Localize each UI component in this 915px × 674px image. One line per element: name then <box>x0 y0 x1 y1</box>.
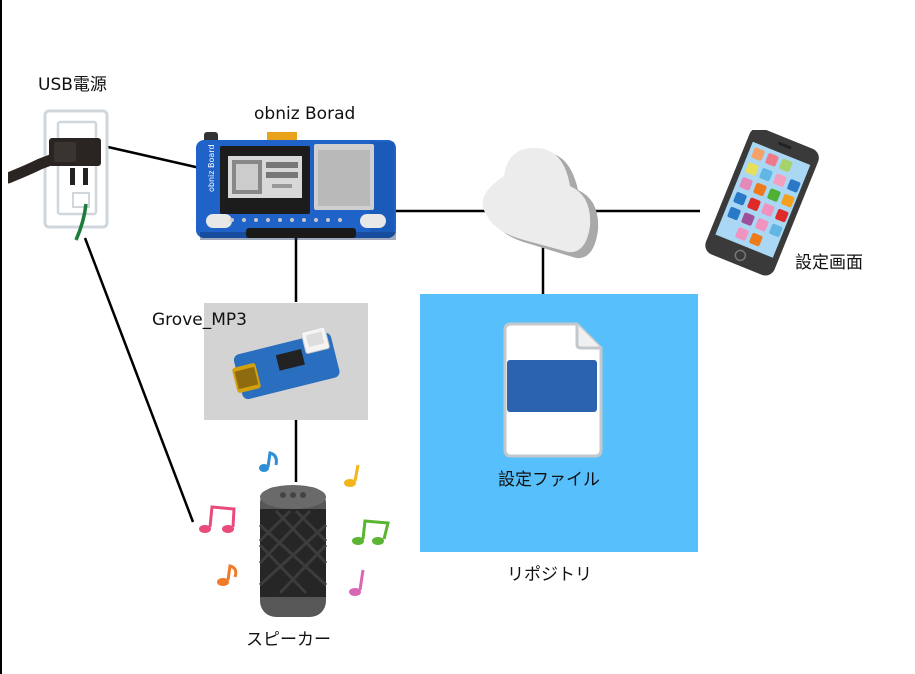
mp3-label: Grove_MP3 <box>152 310 247 330</box>
board-silkscreen: obniz Board <box>207 144 216 192</box>
file-icon <box>503 322 603 458</box>
speaker-group <box>199 451 390 617</box>
power-label: USB電源 <box>38 75 107 95</box>
music-note-blue-icon <box>259 451 278 472</box>
frame-border <box>0 0 2 674</box>
music-note-pink-icon <box>199 505 236 533</box>
smartphone-icon <box>705 130 819 276</box>
speaker-icon <box>258 485 328 617</box>
grove-mp3-module-icon <box>232 326 340 400</box>
cloud-icon <box>482 147 599 259</box>
power-outlet-icon <box>8 109 109 241</box>
obniz-board-icon: obniz Board <box>196 132 396 240</box>
config-file-label: 設定ファイル <box>498 470 600 490</box>
board-label: obniz Borad <box>254 104 356 124</box>
repository-label: リポジトリ <box>507 565 592 585</box>
line-power-board <box>107 145 201 170</box>
music-note-yellow-icon <box>344 464 360 487</box>
music-note-purple-icon <box>349 569 365 596</box>
music-note-orange-icon <box>217 564 238 586</box>
line-power-speaker <box>83 237 195 523</box>
speaker-label: スピーカー <box>246 630 331 650</box>
phone-label: 設定画面 <box>795 253 863 273</box>
music-note-green-icon <box>352 519 390 545</box>
